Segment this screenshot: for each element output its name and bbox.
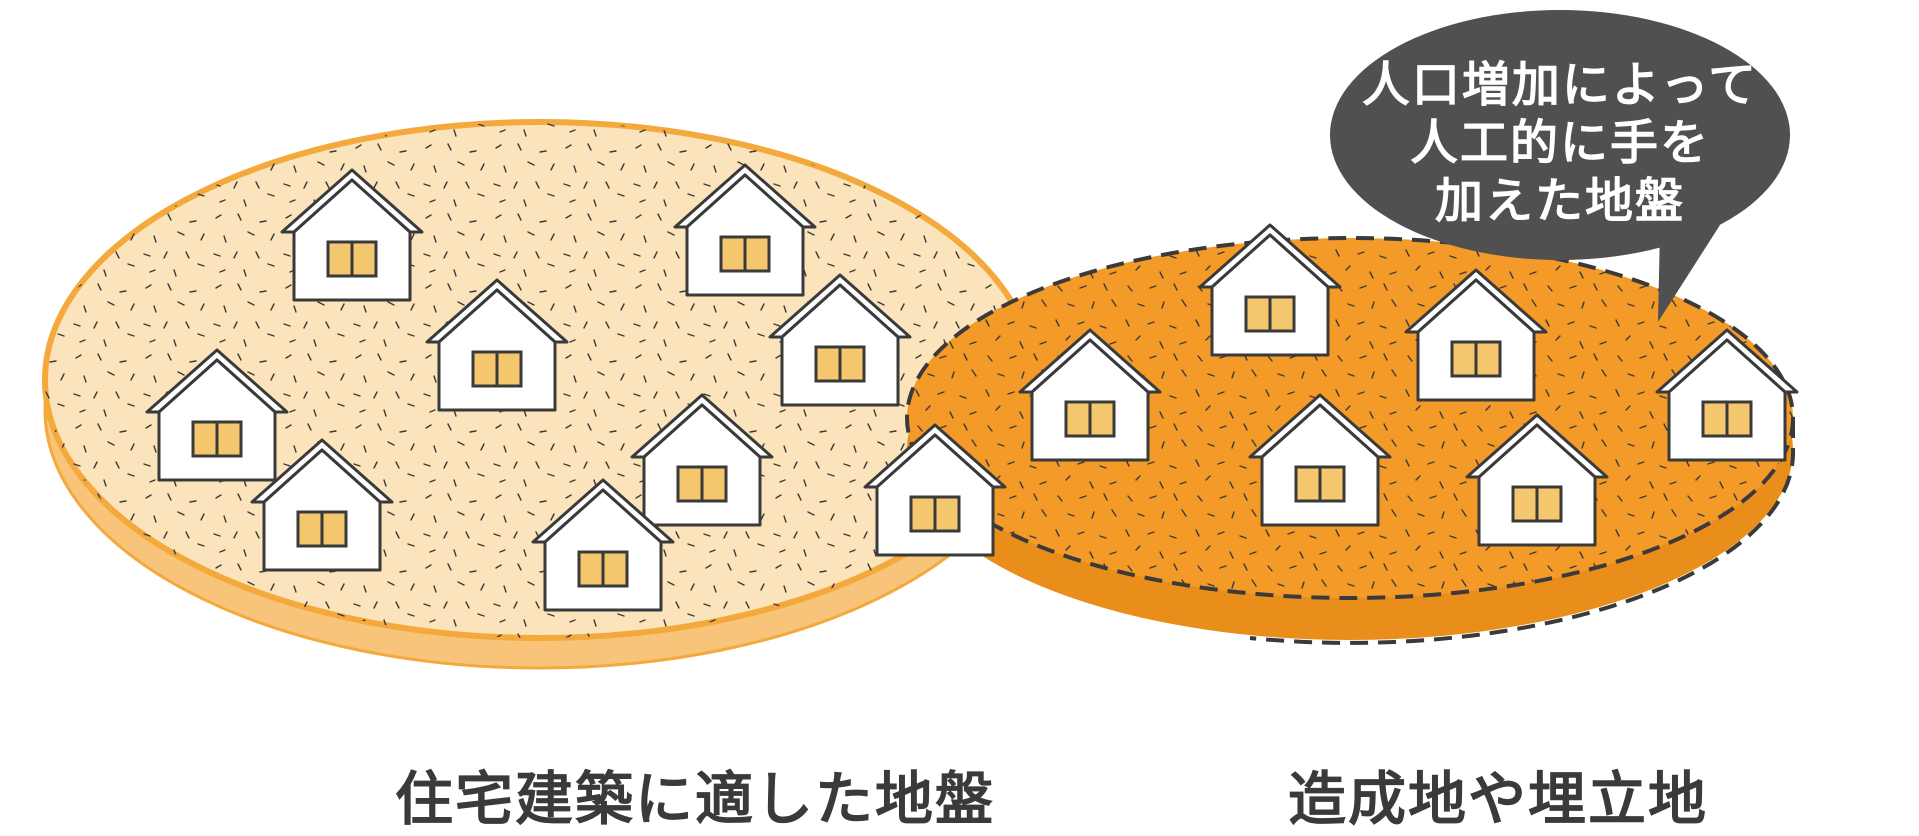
speech-bubble-line: 人工的に手を [1409,115,1710,171]
speech-bubble-icon [1330,10,1790,322]
speech-bubble-text: 人口増加によって 人工的に手を 加えた地盤 [1340,56,1780,230]
speech-bubble-line: 加えた地盤 [1434,173,1685,229]
speech-bubble-line: 人口増加によって [1361,57,1759,113]
artificial-ground-label: 造成地や埋立地 [1288,765,1709,833]
natural-ground-label: 住宅建築に適した地盤 [395,765,996,833]
